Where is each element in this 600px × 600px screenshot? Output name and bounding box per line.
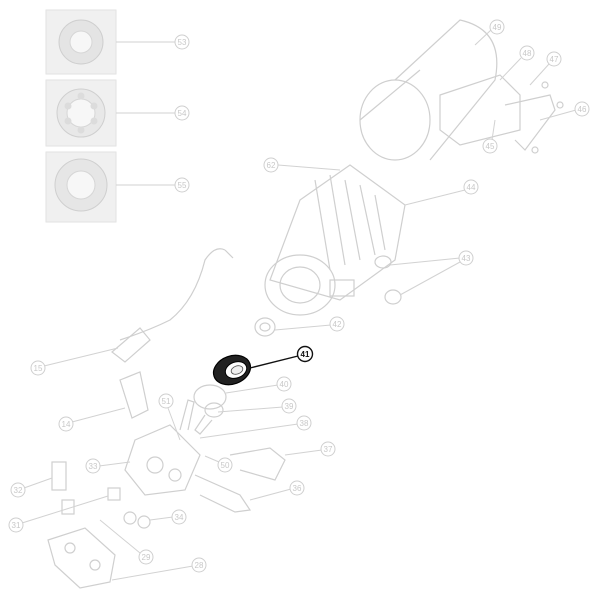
callout-44[interactable]: 44 (404, 179, 479, 206)
svg-text:34: 34 (175, 513, 184, 522)
svg-text:51: 51 (162, 397, 171, 406)
svg-text:45: 45 (486, 142, 495, 151)
svg-text:40: 40 (280, 380, 289, 389)
callout-43[interactable]: 43 (389, 250, 474, 296)
svg-text:53: 53 (178, 38, 187, 47)
svg-text:48: 48 (523, 49, 532, 58)
valve-14-shape (119, 371, 149, 419)
svg-text:42: 42 (333, 320, 342, 329)
callout-34[interactable]: 34 (149, 509, 187, 525)
svg-text:43: 43 (462, 254, 471, 263)
svg-text:31: 31 (12, 521, 21, 530)
switch-bracket-shape (439, 74, 564, 154)
svg-text:41: 41 (301, 350, 310, 359)
callout-53[interactable]: 53 (116, 34, 190, 50)
callout-54[interactable]: 54 (116, 105, 190, 121)
piston-39-shape (194, 402, 224, 435)
svg-text:46: 46 (578, 105, 587, 114)
cap-43-shape (374, 255, 402, 305)
svg-text:14: 14 (62, 420, 71, 429)
callout-28[interactable]: 28 (111, 557, 207, 581)
callout-55[interactable]: 55 (116, 177, 190, 193)
svg-text:29: 29 (142, 553, 151, 562)
manifold-28-shape (47, 527, 116, 589)
svg-text:50: 50 (221, 461, 230, 470)
thumbnail-seal-53[interactable] (45, 9, 117, 75)
motor-shape (264, 164, 406, 316)
svg-text:54: 54 (178, 109, 187, 118)
svg-text:47: 47 (550, 55, 559, 64)
callout-38[interactable]: 38 (199, 415, 312, 439)
callout-50[interactable]: 50 (204, 455, 233, 473)
svg-text:36: 36 (293, 484, 302, 493)
callout-29[interactable]: 29 (99, 519, 154, 565)
svg-text:39: 39 (285, 402, 294, 411)
callout-51[interactable]: 51 (158, 393, 181, 441)
callout-39[interactable]: 39 (217, 398, 297, 414)
oring-40-shape (193, 384, 227, 410)
fitting-36-shape (194, 474, 252, 513)
callout-15[interactable]: 15 (30, 347, 119, 376)
callout-31[interactable]: 31 (8, 495, 109, 533)
small-parts-shape (51, 461, 151, 529)
svg-text:37: 37 (324, 445, 333, 454)
bearing-42-shape (254, 317, 276, 337)
callout-42[interactable]: 42 (274, 316, 345, 332)
svg-text:28: 28 (195, 561, 204, 570)
svg-text:55: 55 (178, 181, 187, 190)
svg-text:33: 33 (89, 462, 98, 471)
callout-48[interactable]: 48 (499, 45, 535, 81)
callout-14[interactable]: 14 (58, 407, 126, 432)
svg-text:32: 32 (14, 486, 23, 495)
seal-41-shape[interactable] (209, 350, 254, 389)
svg-text:15: 15 (34, 364, 43, 373)
callout-36[interactable]: 36 (249, 480, 305, 501)
thumbnail-bearing-54[interactable] (45, 79, 117, 147)
callout-33[interactable]: 33 (85, 458, 131, 474)
callout-45[interactable]: 45 (482, 119, 498, 154)
svg-text:49: 49 (493, 23, 502, 32)
motor-cover-shape (359, 19, 498, 161)
callout-37[interactable]: 37 (284, 441, 336, 457)
pump-body-shape (124, 399, 201, 496)
fitting-37-shape (229, 447, 286, 481)
callout-40[interactable]: 40 (225, 376, 292, 394)
svg-text:44: 44 (467, 183, 476, 192)
svg-text:62: 62 (267, 161, 276, 170)
thumbnail-seal-55[interactable] (45, 151, 117, 223)
callout-47[interactable]: 47 (529, 51, 562, 86)
svg-text:38: 38 (300, 419, 309, 428)
callout-46[interactable]: 46 (539, 101, 590, 121)
callout-32[interactable]: 32 (10, 477, 53, 498)
cable-15-shape (111, 248, 234, 363)
callout-41[interactable]: 41 (249, 345, 314, 369)
callout-62[interactable]: 62 (263, 157, 341, 173)
callout-49[interactable]: 49 (474, 19, 505, 46)
